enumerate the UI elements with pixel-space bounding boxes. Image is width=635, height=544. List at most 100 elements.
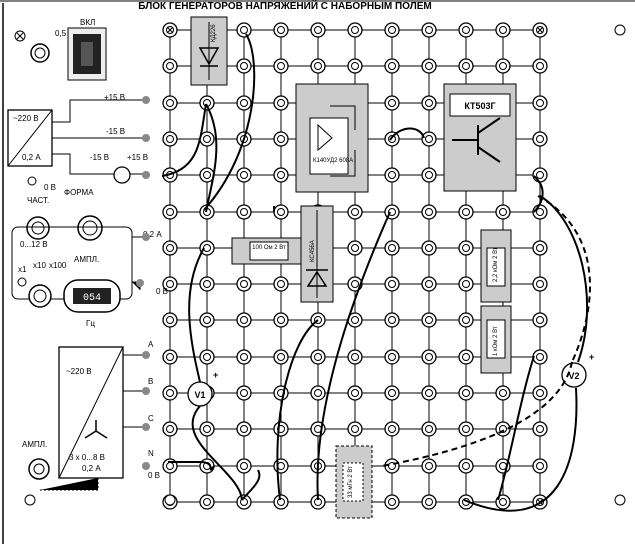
socket-hole <box>388 62 396 70</box>
socket-hole <box>166 425 174 433</box>
resistor-2k2[interactable] <box>480 229 512 303</box>
socket-hole <box>462 462 470 470</box>
voltmeter-v2[interactable]: V2 + <box>561 352 594 388</box>
out-plus15b-label: +15 В <box>127 153 148 162</box>
socket-hole <box>425 171 433 179</box>
three-phase-current-label: 0,2 А <box>82 464 101 473</box>
freq-display-value: 054 <box>83 293 101 304</box>
mult-x1: x1 <box>18 265 27 274</box>
socket-hole <box>425 244 433 252</box>
socket-hole <box>166 316 174 324</box>
socket-hole <box>203 353 211 361</box>
socket-hole <box>277 353 285 361</box>
amp-label: АМПЛ. <box>74 255 99 264</box>
socket-hole <box>166 244 174 252</box>
socket-hole <box>351 280 359 288</box>
socket-hole <box>425 425 433 433</box>
socket-hole <box>536 171 544 179</box>
components: КД226 К140УД2 608А КТ503Г 100 Ом 2 Вт КС… <box>190 16 517 519</box>
inductor-label: 33 мГн 2 Вт <box>348 466 354 498</box>
socket-hole <box>536 208 544 216</box>
socket-hole <box>240 99 248 107</box>
socket-hole <box>425 26 433 34</box>
three-phase-supply: ~220 В 3 x 0...8 В 0,2 А A B C N 0 В АМП… <box>22 340 160 491</box>
screw <box>24 494 36 506</box>
power-section: 0,5 А ВКЛ <box>14 18 107 81</box>
socket-hole <box>240 425 248 433</box>
socket-hole <box>277 26 285 34</box>
socket-hole <box>240 171 248 179</box>
gen-ground-label: 0 В <box>156 287 168 296</box>
phase-b-label: B <box>148 377 153 386</box>
opamp-label: К140УД2 608А <box>313 158 353 164</box>
r1-label: 100 Ом 2 Вт <box>252 245 286 251</box>
gen-current-label: 0,2 А <box>143 230 162 239</box>
mult-x100: x100 <box>49 261 67 270</box>
socket-hole <box>536 353 544 361</box>
socket-hole <box>314 389 322 397</box>
transistor-label: КТ503Г <box>464 101 495 111</box>
supply-current-label: 0,2 А <box>22 153 41 162</box>
socket-hole <box>166 99 174 107</box>
socket-hole <box>277 498 285 506</box>
three-phase-range-label: 3 x 0...8 В <box>69 453 105 462</box>
socket-hole <box>351 244 359 252</box>
supply-input-label: ~220 В <box>13 114 39 123</box>
socket-hole <box>462 389 470 397</box>
out-plus15-label: +15 В <box>104 93 125 102</box>
socket-hole <box>388 353 396 361</box>
socket-hole <box>277 280 285 288</box>
waveform-label: ФОРМА <box>64 188 94 197</box>
power-switch-label: ВКЛ <box>80 18 95 27</box>
screw <box>614 494 626 506</box>
socket-hole <box>166 280 174 288</box>
socket-hole <box>462 62 470 70</box>
socket-hole <box>462 244 470 252</box>
gen-range-label: 0...12 В <box>20 240 48 249</box>
socket-hole <box>536 99 544 107</box>
freq-label: ЧАСТ. <box>27 196 49 205</box>
socket-hole <box>240 280 248 288</box>
socket-hole <box>388 135 396 143</box>
socket-hole <box>351 316 359 324</box>
supply-ground-label: 0 В <box>44 183 56 192</box>
three-phase-amp-label: АМПЛ. <box>22 440 47 449</box>
hz-label: Гц <box>86 319 95 328</box>
out-minus15-label: -15 В <box>106 127 125 136</box>
socket-hole <box>277 462 285 470</box>
socket-hole <box>240 316 248 324</box>
socket-hole <box>425 389 433 397</box>
socket-hole <box>388 389 396 397</box>
socket-hole <box>351 62 359 70</box>
v1-label: V1 <box>194 390 205 400</box>
diode1-label: КД226 <box>211 24 217 42</box>
screw-mark <box>536 26 544 34</box>
socket-hole <box>499 26 507 34</box>
socket-hole <box>166 353 174 361</box>
socket-hole <box>277 62 285 70</box>
socket-hole <box>203 244 211 252</box>
neutral-label: N <box>148 449 154 458</box>
socket-hole <box>203 316 211 324</box>
socket-hole <box>314 26 322 34</box>
out-minus15b-label: -15 В <box>90 153 109 162</box>
socket-hole <box>351 389 359 397</box>
socket-hole <box>536 244 544 252</box>
socket-hole <box>166 462 174 470</box>
socket-hole <box>240 208 248 216</box>
socket-hole <box>203 135 211 143</box>
socket-hole <box>203 280 211 288</box>
socket-hole <box>425 316 433 324</box>
socket-hole <box>351 353 359 361</box>
v2-plus: + <box>589 352 594 362</box>
phase-a-label: A <box>148 340 154 349</box>
mult-x10: x10 <box>33 261 46 270</box>
v2-label: V2 <box>568 371 579 381</box>
socket-hole <box>536 316 544 324</box>
socket-hole <box>499 389 507 397</box>
three-phase-ground-label: 0 В <box>148 471 160 480</box>
socket-hole <box>314 353 322 361</box>
inductor-module[interactable] <box>335 445 373 519</box>
